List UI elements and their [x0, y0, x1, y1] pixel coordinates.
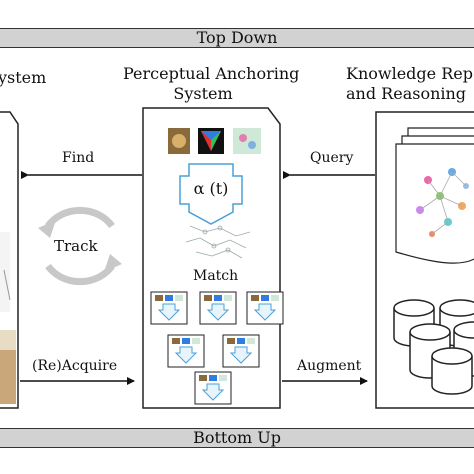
knowledge-title: Knowledge Rep and Reasoning: [346, 64, 473, 104]
match-label: Match: [193, 268, 239, 284]
knowledge-title-line1: Knowledge Rep: [346, 64, 473, 83]
knowledge-box: [375, 111, 474, 409]
left-system-box: [0, 111, 19, 409]
perceptual-anchoring-box: [142, 107, 284, 409]
candidate-card: [246, 291, 284, 325]
bottom-up-label: Bottom Up: [193, 428, 281, 447]
top-down-bar: Top Down: [0, 28, 474, 48]
candidate-card: [199, 291, 237, 325]
document-stack-icon: [395, 127, 474, 264]
perceptual-anchoring-title: Perceptual Anchoring System: [123, 64, 300, 104]
anchor-graph-icon: [185, 225, 251, 259]
knowledge-graph-icon: [416, 168, 469, 237]
find-label: Find: [62, 150, 95, 166]
database-icon: [393, 299, 474, 395]
perceptual-anchoring-title-line2: System: [173, 84, 233, 103]
candidate-card: [167, 334, 205, 368]
track-cycle-icon: [45, 206, 115, 286]
left-system-title: ystem: [0, 68, 47, 87]
candidate-card: [150, 291, 188, 325]
top-down-label: Top Down: [196, 28, 278, 47]
candidate-card: [194, 371, 232, 405]
query-label: Query: [310, 150, 354, 166]
feature-map-icon: [233, 128, 261, 154]
knowledge-title-line2: and Reasoning: [346, 84, 467, 103]
alpha-label: α (t): [193, 179, 229, 198]
bottom-up-bar: Bottom Up: [0, 428, 474, 448]
anchor-arrow-shape: [179, 163, 243, 225]
reacquire-label: (Re)Acquire: [32, 358, 118, 374]
perceptual-anchoring-title-line1: Perceptual Anchoring: [123, 64, 300, 83]
track-label: Track: [54, 237, 98, 255]
candidate-card: [222, 334, 260, 368]
match-candidates: [150, 291, 284, 405]
augment-label: Augment: [297, 358, 362, 374]
